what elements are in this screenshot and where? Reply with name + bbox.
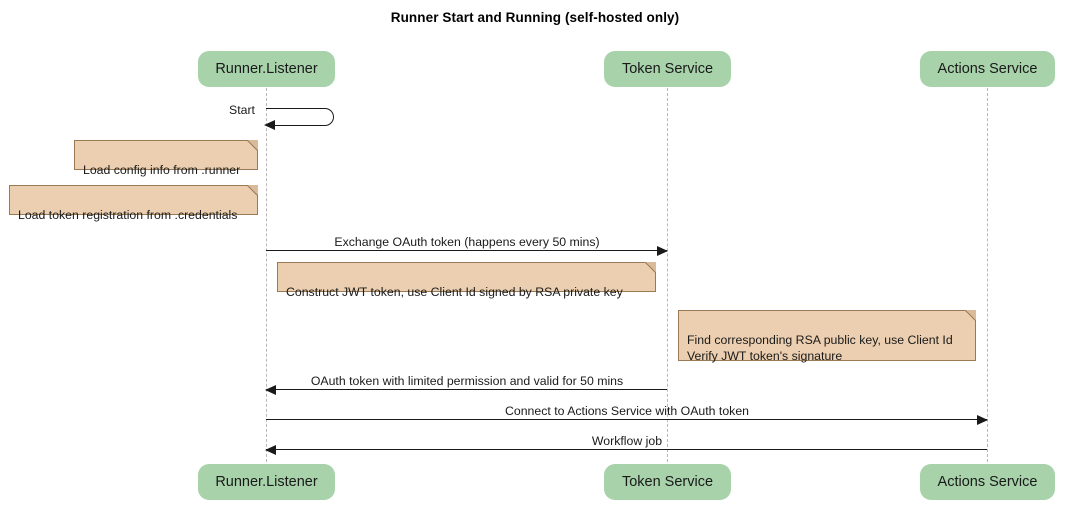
note-fold-edge-icon <box>644 262 656 274</box>
arrowhead-left-icon <box>265 445 276 455</box>
message-label-start: Start <box>229 103 255 117</box>
message-label-oauth-token-reply: OAuth token with limited permission and … <box>310 374 624 388</box>
note-text: Load token registration from .credential… <box>18 208 238 222</box>
note-fold-edge-icon <box>246 140 258 152</box>
participant-actions-bottom[interactable]: Actions Service <box>920 464 1055 500</box>
arrowhead-right-icon <box>977 415 988 425</box>
lifeline-actions <box>987 88 988 462</box>
note-load-token-registration: Load token registration from .credential… <box>9 185 258 222</box>
participant-label: Runner.Listener <box>215 61 318 77</box>
arrowhead-left-icon <box>264 120 275 130</box>
note-load-config: Load config info from .runner <box>74 140 258 177</box>
note-fold-edge-icon <box>964 310 976 322</box>
participant-runner-bottom[interactable]: Runner.Listener <box>198 464 335 500</box>
participant-runner-top[interactable]: Runner.Listener <box>198 51 335 87</box>
message-label-workflow-job: Workflow job <box>591 434 663 448</box>
arrowhead-left-icon <box>265 385 276 395</box>
participant-label: Runner.Listener <box>215 474 318 490</box>
page-title: Runner Start and Running (self-hosted on… <box>390 10 680 25</box>
participant-token-bottom[interactable]: Token Service <box>604 464 731 500</box>
lifeline-token <box>667 88 668 462</box>
participant-label: Token Service <box>621 474 714 490</box>
message-exchange-oauth-token[interactable] <box>266 246 668 256</box>
message-oauth-token-reply[interactable] <box>265 385 667 395</box>
note-fold-edge-icon <box>246 185 258 197</box>
message-connect-actions-service[interactable] <box>266 415 988 425</box>
note-construct-jwt: Construct JWT token, use Client Id signe… <box>277 262 656 299</box>
note-text: Construct JWT token, use Client Id signe… <box>286 285 623 299</box>
note-text: Find corresponding RSA public key, use C… <box>687 333 953 363</box>
note-text: Load config info from .runner <box>83 163 241 177</box>
arrowhead-right-icon <box>657 246 668 256</box>
message-label-connect-actions-service: Connect to Actions Service with OAuth to… <box>504 404 750 418</box>
message-workflow-job[interactable] <box>265 445 987 455</box>
note-verify-jwt: Find corresponding RSA public key, use C… <box>678 310 976 363</box>
participant-label: Token Service <box>621 61 714 77</box>
participant-token-top[interactable]: Token Service <box>604 51 731 87</box>
message-label-exchange-oauth-token: Exchange OAuth token (happens every 50 m… <box>334 235 600 249</box>
participant-label: Actions Service <box>937 474 1038 490</box>
message-start-selfloop[interactable] <box>264 108 334 130</box>
lifeline-runner <box>266 88 267 462</box>
participant-label: Actions Service <box>937 61 1038 77</box>
participant-actions-top[interactable]: Actions Service <box>920 51 1055 87</box>
